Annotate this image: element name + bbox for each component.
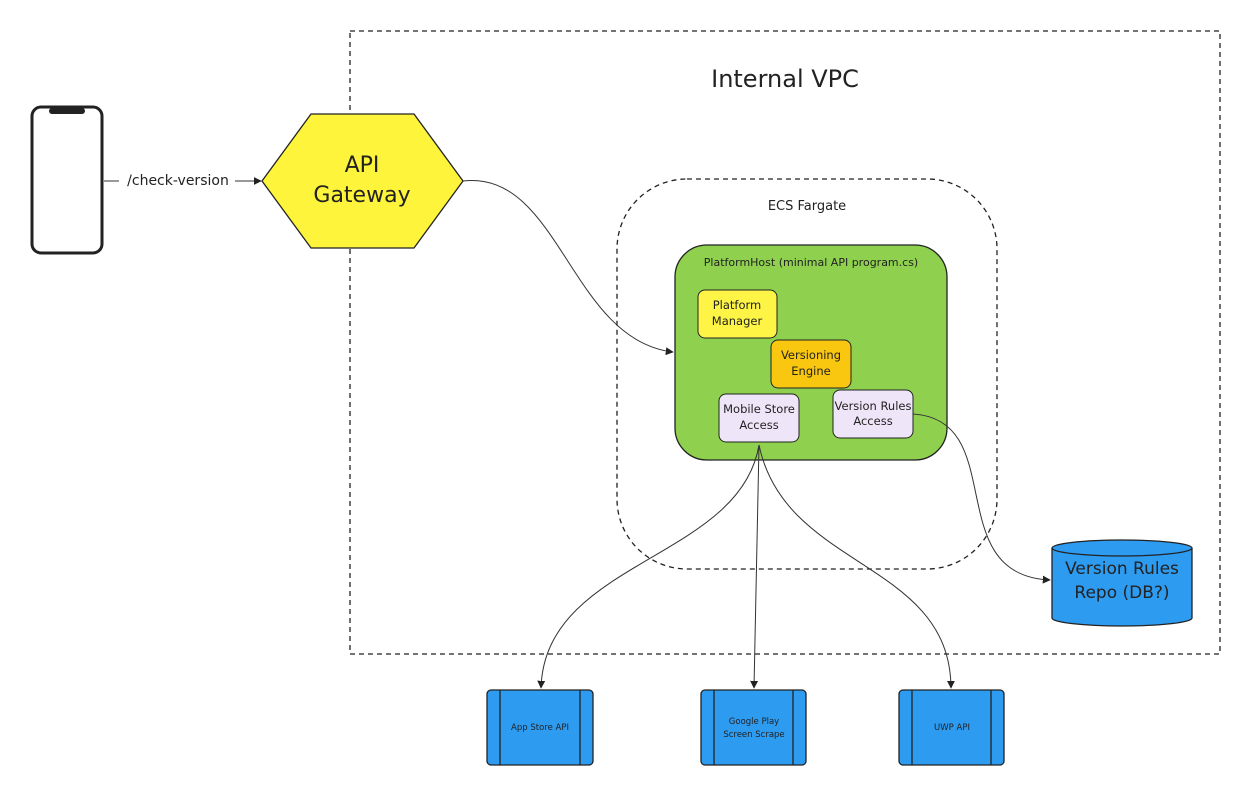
gateway-to-host-connector (462, 180, 674, 356)
check-version-label: /check-version (127, 173, 229, 189)
mobile-store-access-label-line2: Access (739, 418, 778, 432)
mobile-store-access-box[interactable] (718, 393, 800, 443)
google-play-label-line2: Screen Scrape (723, 730, 784, 740)
platform-manager-label-line2: Manager (712, 314, 763, 328)
app-store-api-label: App Store API (511, 723, 569, 733)
platform-manager-label-line1: Platform (713, 298, 762, 312)
uwp-api-box[interactable] (898, 689, 1005, 766)
versioning-engine-label-line2: Engine (791, 364, 830, 378)
platform-manager-box[interactable] (697, 289, 778, 339)
version-rules-access-label-line2: Access (853, 414, 892, 428)
rules-to-db-connector (912, 413, 1051, 584)
ecs-fargate-label: ECS Fargate (768, 199, 846, 214)
api-gateway-label-line1: API (345, 153, 380, 178)
vpc-boundary[interactable] (349, 30, 1221, 655)
app-store-api-box[interactable] (486, 689, 594, 766)
platform-host-label: PlatformHost (minimal API program.cs) (704, 256, 918, 269)
version-rules-repo-database[interactable] (1051, 539, 1193, 627)
versioning-engine-label-line1: Versioning (781, 348, 841, 362)
api-gateway-label-line2: Gateway (313, 183, 410, 208)
store-to-app-store-connector (537, 444, 760, 689)
versioning-engine-box[interactable] (770, 339, 852, 389)
mobile-store-access-label-line1: Mobile Store (723, 402, 795, 416)
database-label-line2: Repo (DB?) (1074, 583, 1169, 603)
google-play-label-line1: Google Play (729, 717, 779, 727)
ecs-fargate-boundary[interactable] (616, 178, 998, 570)
api-gateway-hexagon[interactable] (261, 113, 464, 249)
store-to-uwp-connector (758, 444, 955, 689)
uwp-api-label: UWP API (934, 723, 970, 733)
mobile-phone-icon[interactable] (30, 105, 104, 255)
database-label-line1: Version Rules (1065, 559, 1179, 579)
version-rules-access-label-line1: Version Rules (835, 399, 912, 413)
google-play-screen-scrape-box[interactable] (700, 689, 807, 766)
store-to-google-play-connector (750, 444, 760, 689)
vpc-label: Internal VPC (711, 65, 859, 93)
